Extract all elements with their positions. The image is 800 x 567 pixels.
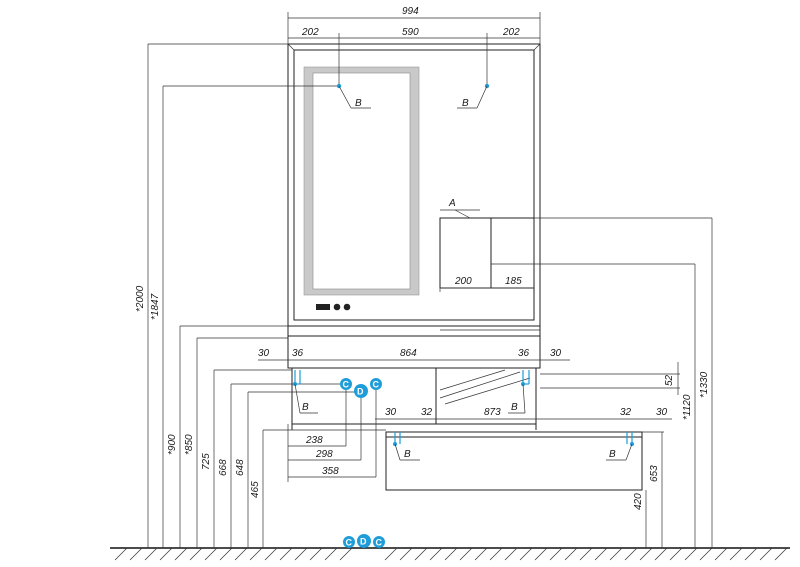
- table-dimensions: 30 36 864 36 30: [258, 348, 570, 361]
- marker-c: C: [343, 380, 350, 390]
- dim-298: 298: [315, 449, 333, 460]
- vertical-dims-left: [147, 43, 386, 548]
- vertical-dims-right: [491, 217, 713, 548]
- vdim-1120: *1120: [682, 394, 693, 420]
- post-markers: [294, 370, 633, 444]
- marker-d: D: [357, 387, 364, 397]
- point-b-label: B: [609, 449, 616, 460]
- lower-drawer: [385, 431, 643, 491]
- dim-shelf-a: 200: [454, 276, 472, 287]
- console-table: [287, 325, 541, 430]
- marker-c: C: [346, 538, 353, 548]
- dim-drawer-width: 873: [484, 407, 501, 418]
- vdim-900: *900: [167, 434, 178, 455]
- mount-points-b: B B B B B B: [293, 83, 634, 461]
- dim-drawer-left-inner: 32: [421, 407, 433, 418]
- point-a-label: A: [448, 198, 456, 209]
- vdim-465: 465: [250, 481, 261, 498]
- point-b-label: B: [302, 402, 309, 413]
- vdim-668: 668: [218, 459, 229, 476]
- point-b-label: B: [404, 449, 411, 460]
- vdim-1330: *1330: [699, 371, 710, 398]
- dim-side-left: 202: [301, 27, 319, 38]
- cdc-markers-floor: C D C: [343, 534, 385, 548]
- cdc-markers-upper: C D C: [340, 378, 382, 477]
- vdim-1847: *1847: [150, 293, 161, 320]
- dim-table-top-width: 864: [400, 348, 417, 359]
- vertical-dim-labels-left: *2000 *1847 *900 *850 725 668 648 465: [135, 285, 261, 498]
- marker-c: C: [373, 380, 380, 390]
- point-b-label: B: [462, 98, 469, 109]
- marker-d: D: [360, 537, 367, 547]
- point-b-label: B: [511, 402, 518, 413]
- dim-drawer-right-inner: 32: [620, 407, 632, 418]
- vdim-653: 653: [649, 465, 660, 482]
- point-b-label: B: [355, 98, 362, 109]
- dim-table-right-offset: 30: [550, 348, 562, 359]
- shelf-dimensions: 200 185 A: [439, 198, 534, 292]
- vdim-420: 420: [633, 493, 644, 510]
- dim-drawer-right-offset: 30: [656, 407, 668, 418]
- dim-table-right-post: 36: [518, 348, 530, 359]
- dim-238: 238: [305, 435, 323, 446]
- vdim-725: 725: [201, 453, 212, 470]
- vdim-648: 648: [235, 459, 246, 476]
- vdim-850: *850: [184, 434, 195, 455]
- drawer-dimensions: 30 32 873 32 30: [375, 407, 672, 420]
- top-dimensions: 994 202 590 202: [287, 6, 541, 88]
- dim-side-right: 202: [502, 27, 520, 38]
- vdim-2000: *2000: [135, 285, 146, 312]
- dim-table-left-offset: 30: [258, 348, 270, 359]
- dim-table-left-post: 36: [292, 348, 304, 359]
- dim-mirror-width: 590: [402, 27, 419, 38]
- mirror-cabinet: [287, 43, 541, 327]
- control-buttons: [316, 303, 351, 311]
- bottom-dimensions: 238 298 358: [287, 424, 376, 482]
- vertical-dim-labels-right: 52 *1120 *1330 653 420: [633, 371, 710, 510]
- dim-358: 358: [322, 466, 339, 477]
- vdim-52: 52: [664, 374, 675, 386]
- marker-c: C: [376, 538, 383, 548]
- dim-shelf-b: 185: [505, 276, 522, 287]
- dim-total-width: 994: [402, 6, 419, 17]
- floor: [110, 547, 790, 561]
- dim-drawer-left-offset: 30: [385, 407, 397, 418]
